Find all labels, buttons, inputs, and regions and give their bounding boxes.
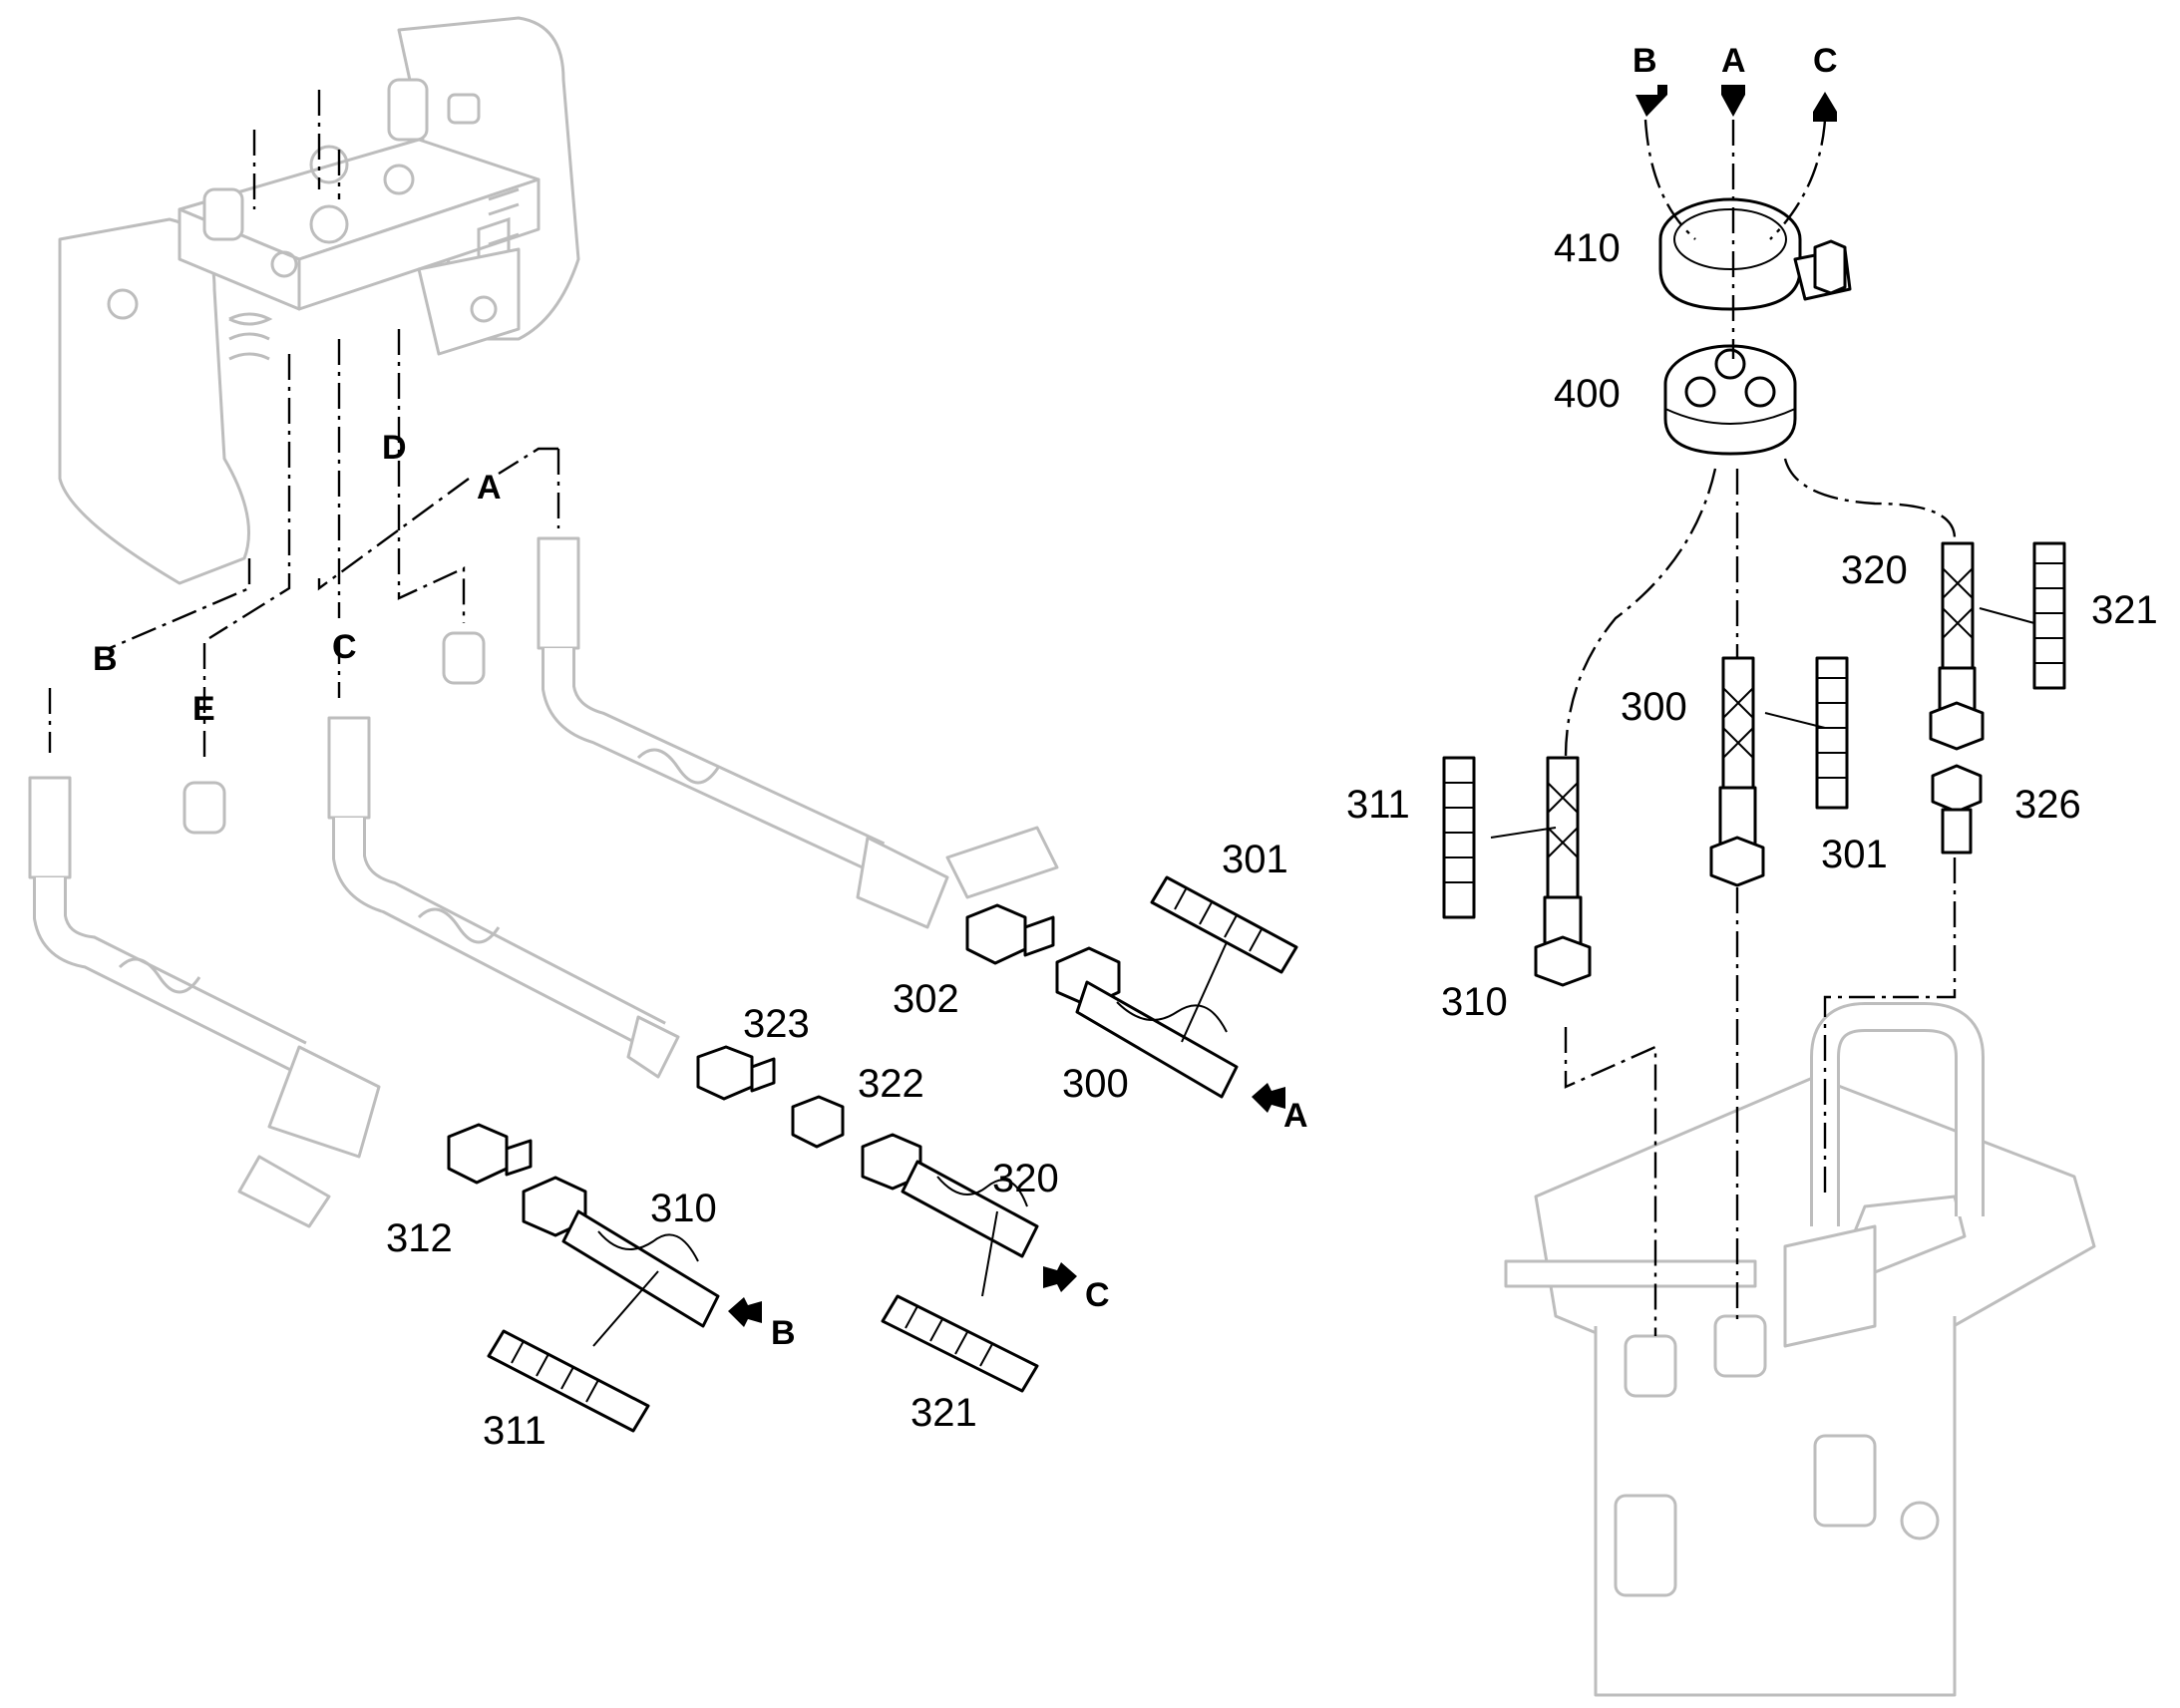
callout-300-right: 300	[1621, 685, 1687, 729]
clamp-and-grommet	[1658, 197, 1852, 456]
letter-left-A: A	[477, 469, 502, 507]
callout-311-right: 311	[1346, 783, 1410, 827]
letter-arrow-C: C	[1085, 1276, 1110, 1314]
callout-410: 410	[1554, 226, 1621, 270]
callout-321-left: 321	[910, 1391, 977, 1435]
letter-left-E: E	[192, 690, 215, 728]
callout-310-left: 310	[650, 1187, 717, 1230]
letter-left-B: B	[93, 640, 118, 678]
callout-311-left: 311	[483, 1409, 546, 1453]
right-leader-lines	[1564, 119, 1957, 1336]
left-fittings	[28, 536, 580, 879]
top-direction-arrows	[1635, 85, 1837, 122]
letter-arrow-A: A	[1283, 1097, 1308, 1135]
callout-301-left: 301	[1222, 838, 1288, 881]
right-dark-parts	[1442, 541, 2066, 987]
letter-top-B: B	[1633, 42, 1657, 80]
arrow-out-A	[1252, 1083, 1285, 1113]
letter-arrow-B: B	[771, 1314, 796, 1352]
callout-310-right: 310	[1441, 980, 1508, 1024]
callout-322: 322	[858, 1062, 924, 1106]
callout-302: 302	[893, 977, 959, 1021]
letter-left-C: C	[332, 628, 357, 666]
letter-left-D: D	[382, 429, 407, 467]
right-manifold-assembly	[1504, 1002, 2096, 1697]
callout-326: 326	[2014, 783, 2081, 827]
callout-300-left: 300	[1062, 1062, 1129, 1106]
callout-323: 323	[743, 1002, 810, 1046]
callout-320-left: 320	[992, 1157, 1059, 1200]
left-leader-lines	[48, 90, 560, 758]
letter-top-A: A	[1721, 42, 1746, 80]
arrow-down-A	[1721, 85, 1745, 117]
callout-321-right: 321	[2091, 588, 2158, 632]
letter-top-C: C	[1813, 42, 1838, 80]
left-hoses	[33, 648, 1059, 1228]
arrow-in-C	[1043, 1262, 1077, 1292]
callout-301-right: 301	[1821, 833, 1888, 876]
left-dark-parts	[447, 875, 1298, 1433]
callout-400: 400	[1554, 372, 1621, 416]
left-direction-arrows	[728, 1083, 1285, 1327]
callout-312: 312	[386, 1216, 453, 1260]
callout-numbers: 301 302 300 323 322 320 321 310 312 311 …	[386, 226, 2158, 1453]
connection-letters: B A C A B C D E A B C	[93, 42, 1838, 1352]
arrow-out-B	[728, 1297, 762, 1327]
pump-head-assembly	[58, 16, 580, 585]
arrow-up-C	[1813, 92, 1837, 122]
callout-320-right: 320	[1841, 548, 1908, 592]
arrow-down-B	[1635, 85, 1667, 117]
